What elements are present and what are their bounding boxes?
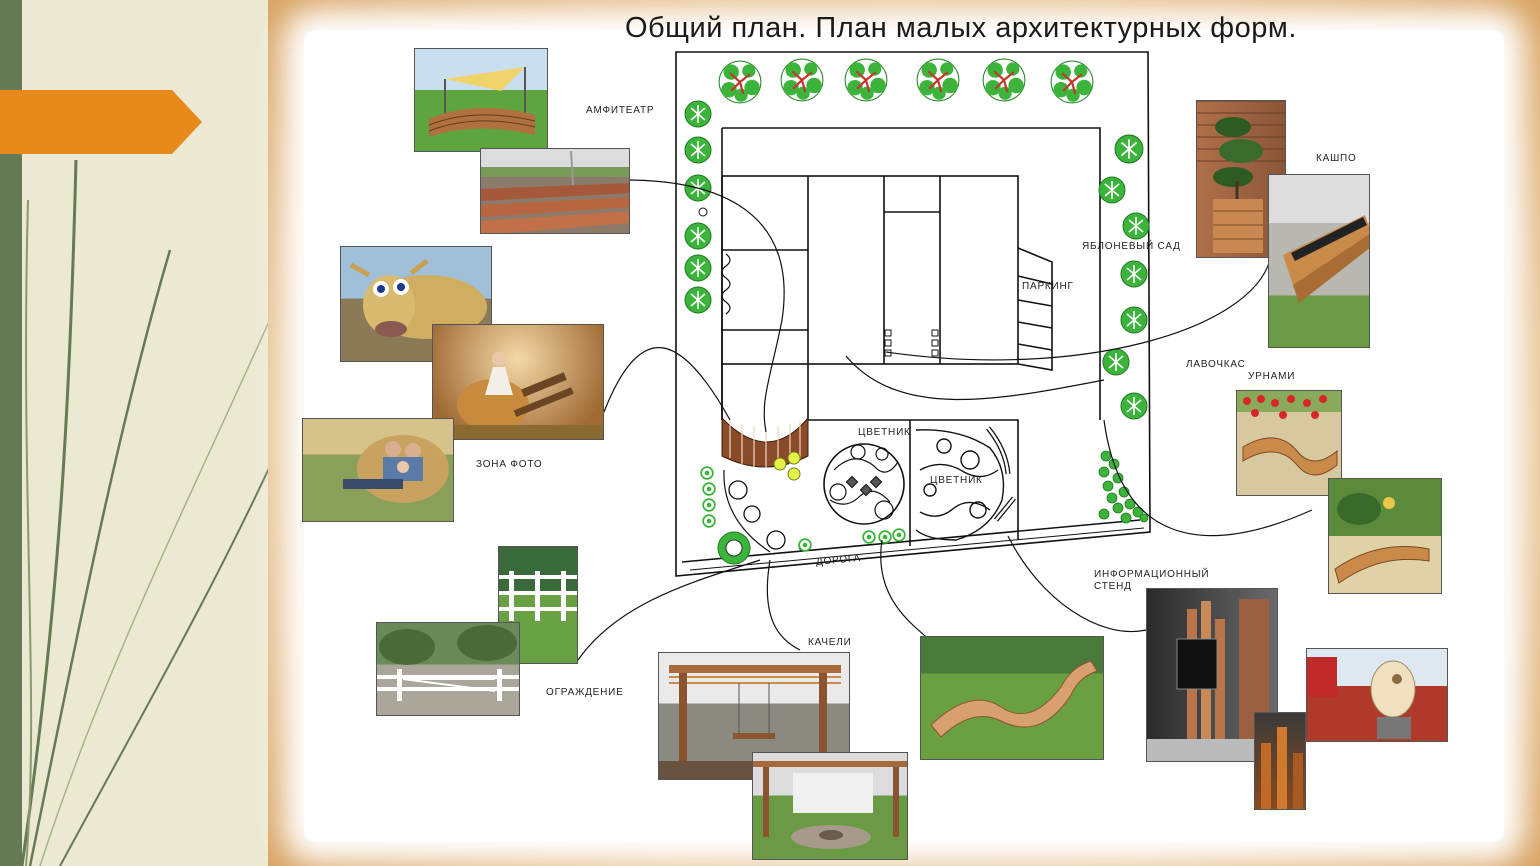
label-apple-garden: ЯБЛОНЕВЫЙ САД: [1082, 241, 1181, 252]
label-swings: КАЧЕЛИ: [808, 637, 852, 648]
label-photo-zone: ЗОНА ФОТО: [476, 459, 543, 470]
label-bench-line2: УРНАМИ: [1248, 371, 1296, 382]
bench-photo-2: [1328, 478, 1442, 594]
label-bench-line1: ЛАВОЧКАС: [1186, 359, 1246, 370]
label-flowerbed-1: ЦВЕТНИК: [858, 427, 911, 438]
left-accent-bar: [0, 0, 22, 866]
sculpture-photo-1: [1306, 648, 1448, 742]
flowerbed-1-outline: [823, 443, 905, 525]
decorative-grass-lines: [20, 159, 311, 866]
amphitheater-steps: [721, 416, 809, 468]
lounger-photo: [920, 636, 1104, 760]
site-boundary: [675, 51, 1151, 577]
orange-ribbon-arrow: [0, 90, 202, 154]
label-flowerbed-2: ЦВЕТНИК: [930, 475, 983, 486]
label-info-stand-line1: ИНФОРМАЦИОННЫЙ: [1094, 569, 1210, 580]
page-title: Общий план. План малых архитектурных фор…: [625, 12, 1297, 44]
label-info-stand-line2: СТЕНД: [1094, 581, 1132, 592]
fence-photo-2: [376, 622, 520, 716]
swings-photo-2: [752, 752, 908, 860]
decorative-bush: [717, 531, 751, 565]
bench-photo-1: [1236, 390, 1342, 496]
label-fence: ОГРАЖДЕНИЕ: [546, 687, 624, 698]
sculpture-photo-2: [1254, 712, 1306, 810]
label-amphitheater: АМФИТЕАТР: [586, 105, 655, 116]
amphitheater-photo-2: [480, 148, 630, 234]
amphitheater-photo-1: [414, 48, 548, 152]
label-planter: КАШПО: [1316, 153, 1357, 164]
label-parking: ПАРКИНГ: [1022, 281, 1074, 292]
planter-photo-2: [1268, 174, 1370, 348]
photo-zone-photo-2: [432, 324, 604, 440]
photo-zone-photo-3: [302, 418, 454, 522]
